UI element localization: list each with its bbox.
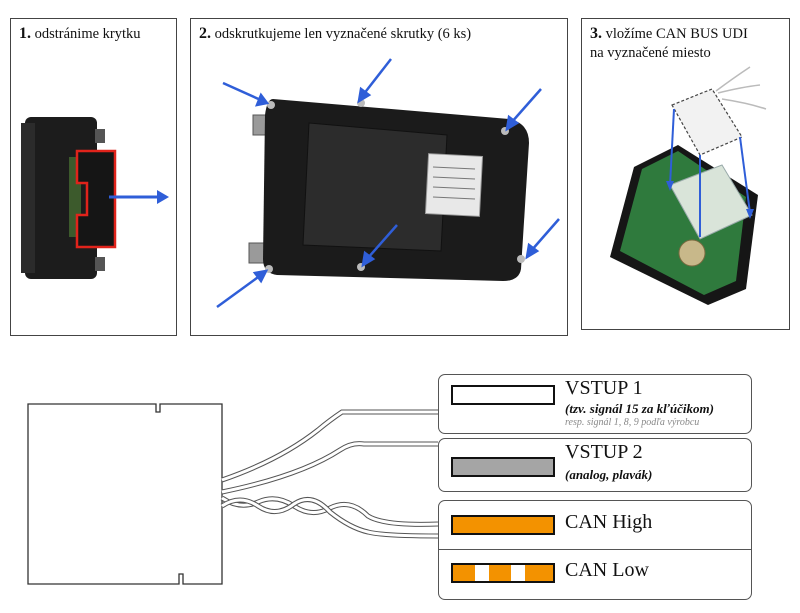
step-3-panel: 3. vložíme CAN BUS UDI na vyznačené mies… (581, 18, 790, 330)
legend-vstup-1-sub2: resp. signál 1, 8, 9 podľa výrobcu (565, 417, 700, 428)
step-3-caption-line2: na vyznačené miesto (590, 45, 711, 61)
device-side-bracket-bottom (95, 257, 105, 271)
device-side-top-edge (21, 123, 35, 273)
legend-vstup-2-sub: (analog, plavák) (565, 467, 653, 482)
step-3-text: vložíme CAN BUS UDI (605, 26, 748, 42)
step-1-text: odstránime krytku (34, 26, 141, 42)
step-2-photo (216, 58, 560, 309)
step-2-caption: 2. odskrutkujeme len vyznačené skrutky (… (199, 25, 471, 43)
step-2-panel: 2. odskrutkujeme len vyznačené skrutky (… (190, 18, 568, 336)
cap-highlight (75, 149, 117, 249)
legend-vstup-2-title: VSTUP 2 (565, 441, 643, 463)
legend-can-low-title: CAN Low (565, 559, 649, 581)
step-1-arrow-head (157, 190, 169, 204)
step-1-caption: 1. odstránime krytku (19, 25, 141, 43)
device-side-bracket-top (95, 129, 105, 143)
legend-vstup-1: VSTUP 1 (tzv. signál 15 za kľúčikom) res… (438, 374, 752, 434)
swatch-vstup-2 (451, 457, 555, 477)
legend-can-high-title: CAN High (565, 511, 653, 533)
can-bus-udi-board (669, 164, 753, 240)
step-3-photo (610, 66, 767, 305)
wiring-diagram (27, 403, 439, 585)
swatch-can-high (451, 515, 555, 535)
device-back-plate (302, 122, 448, 252)
step-2-arrows (216, 58, 560, 309)
step-3-caption: 3. vložíme CAN BUS UDI (590, 25, 748, 43)
step-1-photo (21, 117, 169, 279)
swatch-vstup-1 (451, 385, 555, 405)
screw-1 (267, 101, 275, 109)
legend-vstup-1-sub: (tzv. signál 15 za kľúčikom) (565, 401, 714, 416)
can-bus-udi-module (671, 88, 743, 156)
swatch-can-low (451, 563, 555, 583)
device-label-sticker (424, 153, 484, 217)
step-1-panel: 1. odstránime krytku (10, 18, 177, 336)
legend-can: CAN High CAN Low (438, 500, 752, 600)
step-2-text: odskrutkujeme len vyznačené skrutky (6 k… (214, 26, 472, 42)
legend-vstup-2: VSTUP 2 (analog, plavák) (438, 438, 752, 492)
step-3-number: 3. (590, 25, 602, 42)
step-2-number: 2. (199, 25, 211, 42)
device-outline (27, 403, 223, 585)
screw-6 (517, 255, 525, 263)
legend-vstup-1-title: VSTUP 1 (565, 377, 643, 399)
module-wires (715, 66, 767, 110)
gps-module (678, 239, 706, 267)
legend-can-divider (439, 549, 751, 550)
step-1-number: 1. (19, 25, 31, 42)
